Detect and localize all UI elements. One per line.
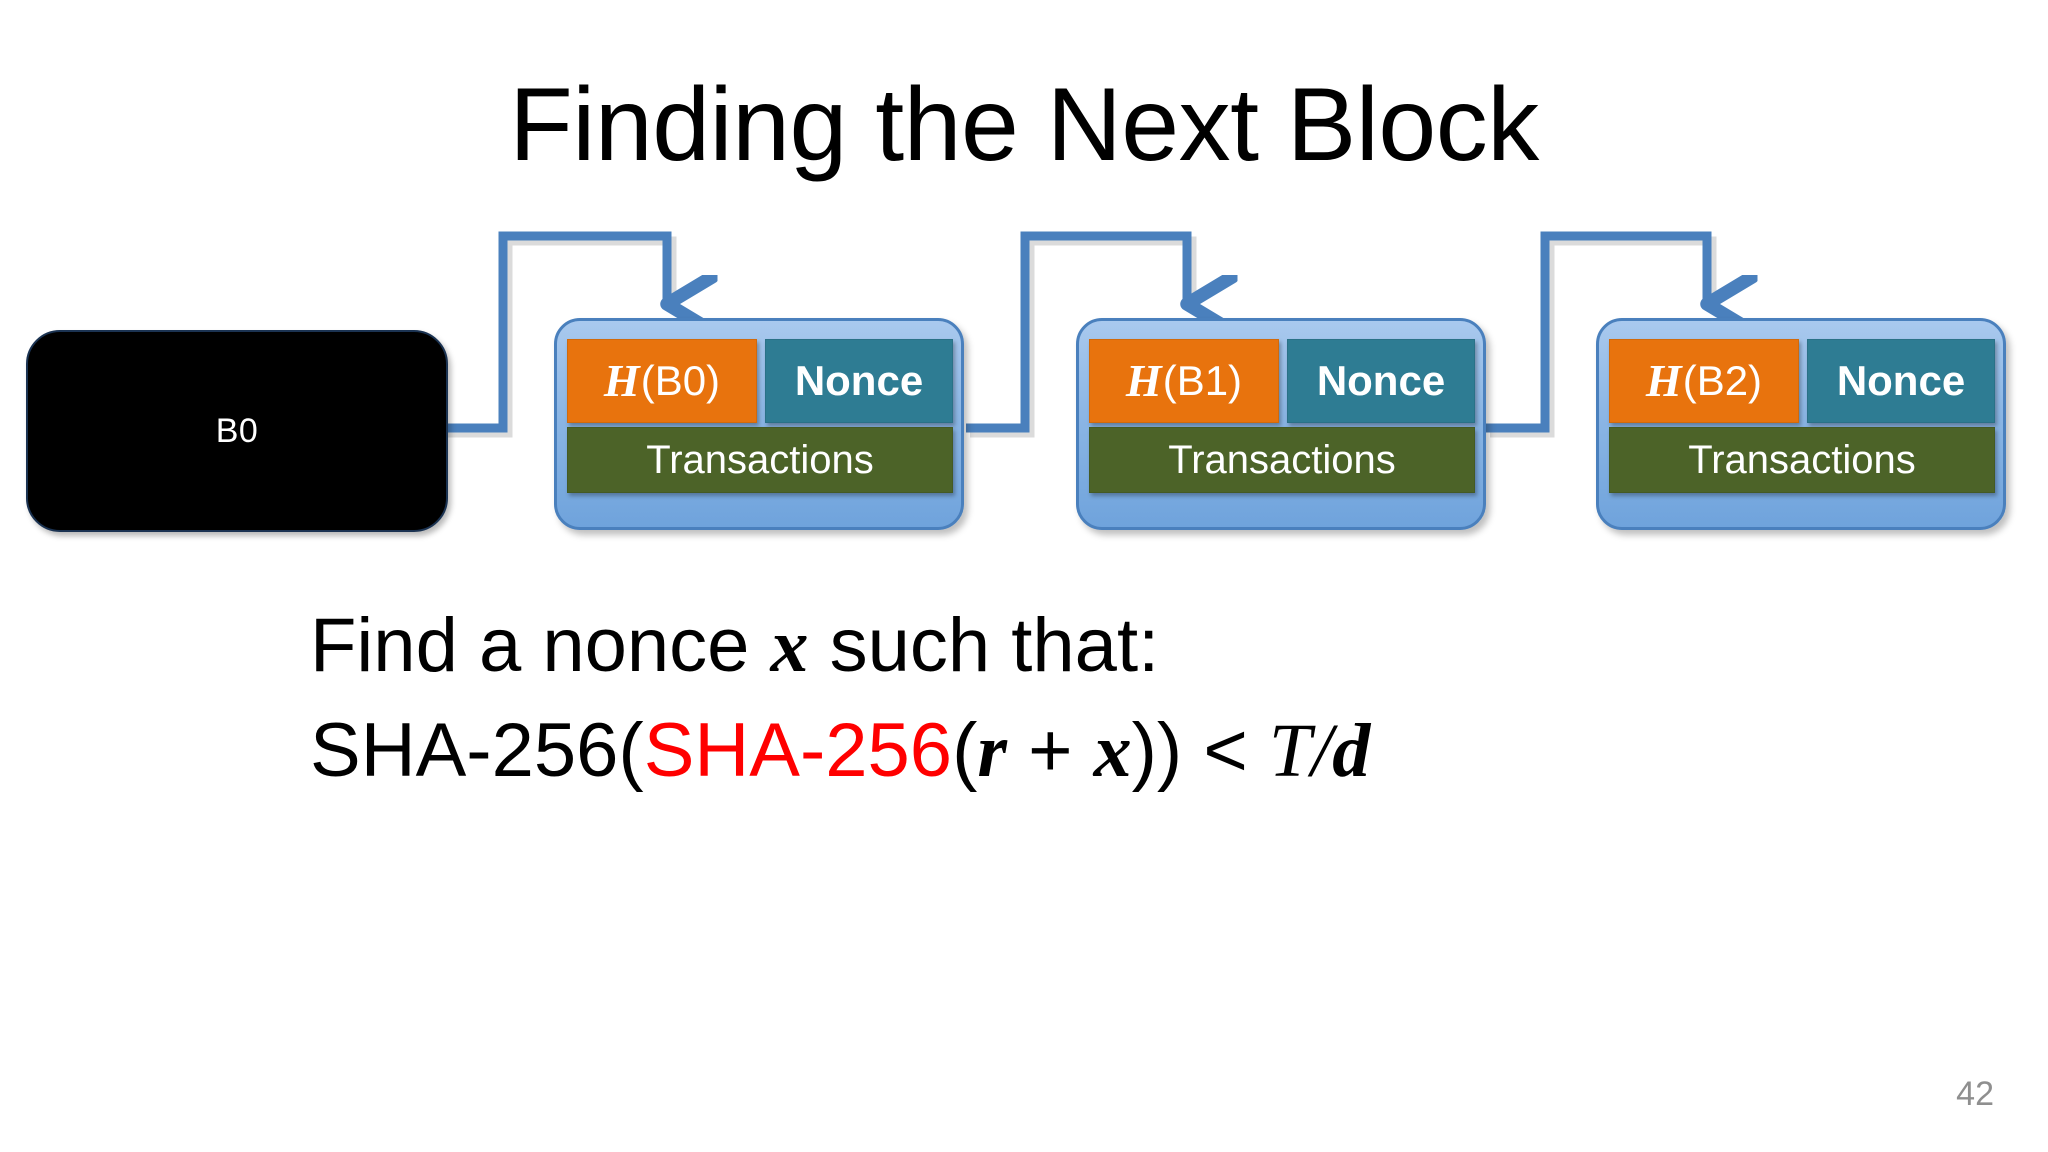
nonce-variable-eq: x	[1093, 708, 1132, 793]
block-1-hash-cell: H(B0)	[567, 339, 757, 423]
chain-block-3: H(B2) Nonce Transactions	[1596, 318, 2006, 530]
chain-block-1: H(B0) Nonce Transactions	[554, 318, 964, 530]
genesis-block: B0	[26, 330, 448, 532]
hash-function-symbol: H	[1125, 355, 1162, 406]
hash-function-symbol: H	[1645, 355, 1682, 406]
block-3-transactions-cell: Transactions	[1609, 427, 1995, 493]
hash-argument: (B1)	[1162, 357, 1243, 404]
less-than-operator: <	[1182, 707, 1269, 793]
block-3-hash-cell: H(B2)	[1609, 339, 1799, 423]
hash-argument: (B2)	[1682, 357, 1763, 404]
hash-function-symbol: H	[603, 355, 640, 406]
block-1-header-row: H(B0) Nonce	[567, 339, 953, 423]
plus-operator: +	[1006, 707, 1094, 793]
instruction-suffix: such that:	[808, 603, 1160, 688]
block-3-header-row: H(B2) Nonce	[1609, 339, 1995, 423]
hash-argument: (B0)	[640, 357, 721, 404]
block-2-nonce-cell: Nonce	[1287, 339, 1475, 423]
chain-block-2: H(B1) Nonce Transactions	[1076, 318, 1486, 530]
target-variable: T	[1268, 708, 1312, 793]
block-1-nonce-cell: Nonce	[765, 339, 953, 423]
slide-number: 42	[1956, 1075, 1994, 1113]
block-1-transactions-cell: Transactions	[567, 427, 953, 493]
inner-open-paren: (	[952, 707, 978, 793]
root-variable: r	[977, 708, 1007, 793]
hash-inequality-line: SHA-256(SHA-256(r + x)) < T/d	[310, 705, 1810, 798]
nonce-instruction-line: Find a nonce x such that:	[310, 600, 1810, 693]
inner-hash-fn: SHA-256	[643, 707, 953, 793]
outer-hash-fn: SHA-256(	[310, 707, 644, 793]
body-text-block: Find a nonce x such that: SHA-256(SHA-25…	[310, 600, 1810, 797]
block-2-header-row: H(B1) Nonce	[1089, 339, 1475, 423]
nonce-variable: x	[770, 604, 809, 688]
genesis-block-label: B0	[215, 411, 259, 450]
division-slash: /	[1311, 708, 1333, 793]
instruction-prefix: Find a nonce	[310, 603, 771, 688]
page-title: Finding the Next Block	[509, 67, 1539, 183]
close-parens: ))	[1131, 707, 1183, 793]
block-2-transactions-cell: Transactions	[1089, 427, 1475, 493]
block-3-nonce-cell: Nonce	[1807, 339, 1995, 423]
difficulty-variable: d	[1332, 708, 1371, 793]
blockchain-diagram: B0 H(B0) Nonce Transactions H(B1) Nonce …	[0, 231, 2048, 550]
block-2-hash-cell: H(B1)	[1089, 339, 1279, 423]
